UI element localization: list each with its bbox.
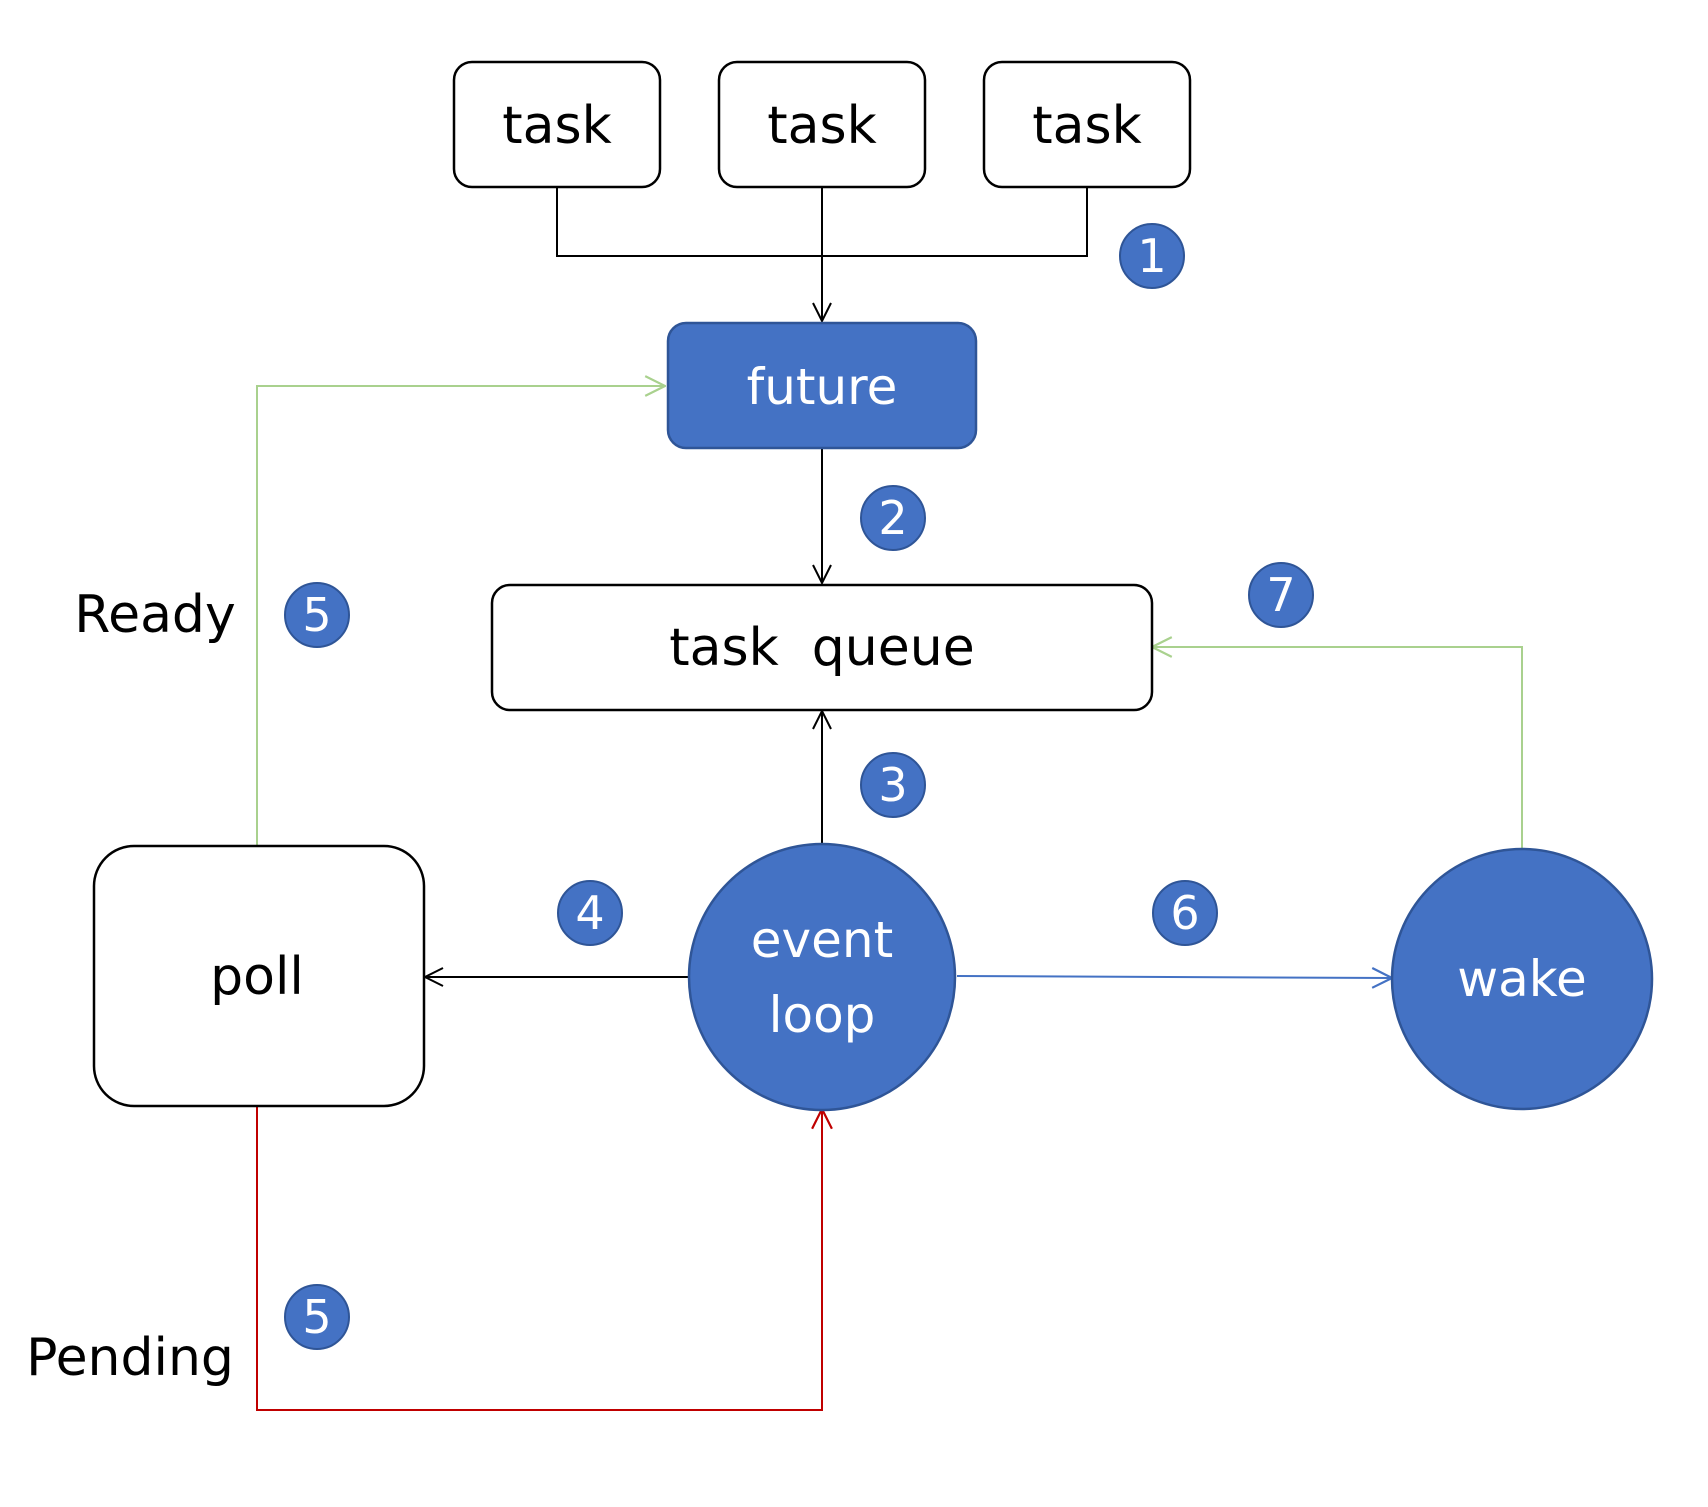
task-node-3: task — [982, 60, 1192, 189]
poll-node: poll — [92, 844, 426, 1108]
step-badge-5-ready: 5 — [284, 582, 350, 648]
ready-label: Ready — [74, 585, 235, 645]
step-badge-5-pending: 5 — [284, 1284, 350, 1350]
step-badge-3-text: 3 — [878, 758, 907, 812]
step-badge-2: 2 — [860, 485, 926, 551]
event-loop-label-line1: event — [751, 911, 893, 969]
task-node-2-label: task — [767, 96, 876, 156]
event-loop-node: event loop — [687, 842, 957, 1112]
step-badge-4-text: 4 — [575, 886, 604, 940]
arrow-pending-to-loop — [256, 1107, 822, 1411]
wake-label: wake — [1457, 950, 1586, 1008]
step-badge-5-pending-text: 5 — [302, 1290, 331, 1344]
future-node: future — [666, 321, 978, 450]
arrow-loop-to-wake — [956, 976, 1392, 978]
poll-label: poll — [210, 947, 304, 1007]
task-node-2: task — [717, 60, 927, 189]
connector-task1-to-future — [556, 188, 822, 257]
step-badge-1-text: 1 — [1137, 229, 1166, 283]
event-loop-label-line2: loop — [769, 986, 876, 1044]
step-badge-1: 1 — [1119, 223, 1185, 289]
connector-task3-to-future — [822, 188, 1088, 257]
step-badge-3: 3 — [860, 752, 926, 818]
pending-label: Pending — [26, 1328, 234, 1388]
task-node-1-label: task — [502, 96, 611, 156]
step-badge-5-ready-text: 5 — [302, 588, 331, 642]
step-badge-2-text: 2 — [878, 491, 907, 545]
task-node-1: task — [452, 60, 662, 189]
step-badge-6-text: 6 — [1170, 886, 1199, 940]
task-node-3-label: task — [1032, 96, 1141, 156]
task-queue-label: task queue — [669, 618, 974, 678]
step-badge-7-text: 7 — [1266, 568, 1295, 622]
step-badge-4: 4 — [557, 880, 623, 946]
arrow-ready-to-future — [256, 386, 665, 846]
step-badge-6: 6 — [1152, 880, 1218, 946]
arrow-wake-to-queue — [1152, 647, 1523, 849]
future-label: future — [747, 358, 898, 416]
step-badge-7: 7 — [1248, 562, 1314, 628]
task-queue-node: task queue — [490, 583, 1154, 712]
wake-node: wake — [1390, 847, 1654, 1111]
